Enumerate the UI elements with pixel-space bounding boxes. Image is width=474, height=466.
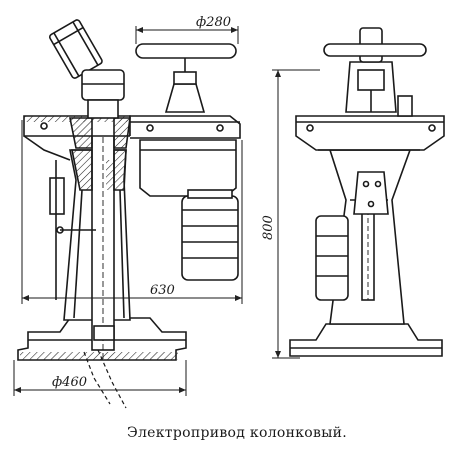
left-motor-housing (139, 139, 237, 197)
left-wheel-pedestal (164, 83, 206, 113)
right-base (289, 323, 443, 357)
left-handwheel (135, 43, 237, 59)
right-head (295, 115, 445, 151)
dimension-lines-left (13, 26, 320, 396)
figure-caption: Электропривод колонковый. (126, 425, 348, 441)
dim-reach: 630 (150, 283, 175, 298)
dim-handwheel-diameter: ф280 (196, 15, 231, 30)
right-clamp (353, 171, 389, 215)
right-motor (315, 215, 349, 301)
front-view (289, 27, 445, 357)
left-side-bracket (49, 177, 65, 215)
dim-overall-height: 800 (261, 215, 276, 240)
right-handwheel (323, 43, 427, 57)
side-section-view (17, 19, 241, 409)
left-motor (181, 195, 239, 281)
left-shaft (91, 117, 115, 351)
dim-base-diameter: ф460 (52, 375, 87, 390)
